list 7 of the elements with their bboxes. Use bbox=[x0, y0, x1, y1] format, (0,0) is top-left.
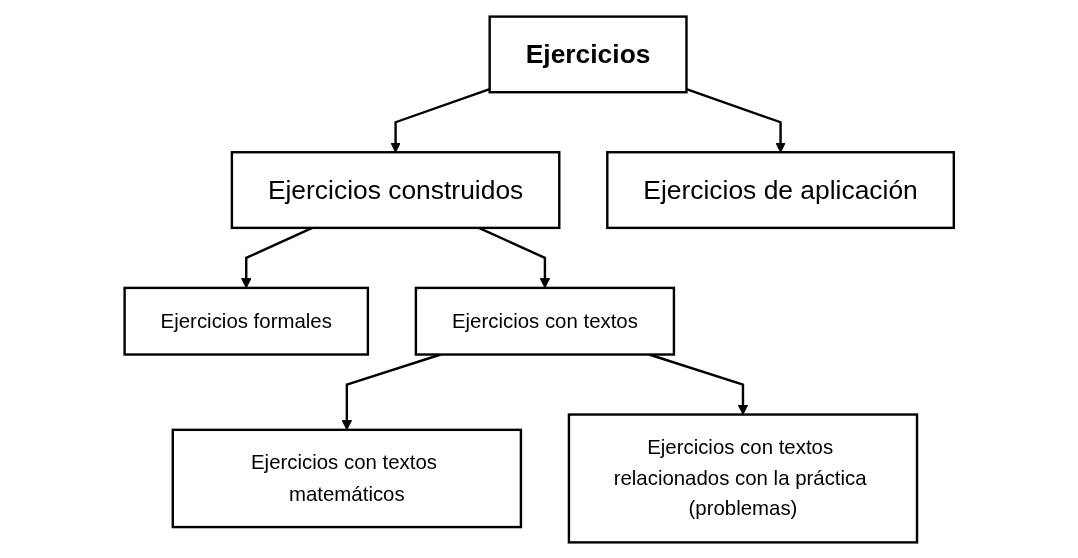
node-box: Ejercicios formales bbox=[123, 286, 369, 356]
node-box: Ejercicios construidos bbox=[230, 150, 561, 229]
node-box: Ejercicios con textos relacionados con la práctica (problemas) bbox=[567, 412, 919, 544]
node-box: Ejercicios de aplicación bbox=[605, 150, 955, 229]
node-box: Ejercicios con textos matemáticos bbox=[171, 428, 522, 528]
node-box: Ejercicios bbox=[488, 14, 688, 93]
node-box: Ejercicios con textos bbox=[414, 286, 675, 356]
